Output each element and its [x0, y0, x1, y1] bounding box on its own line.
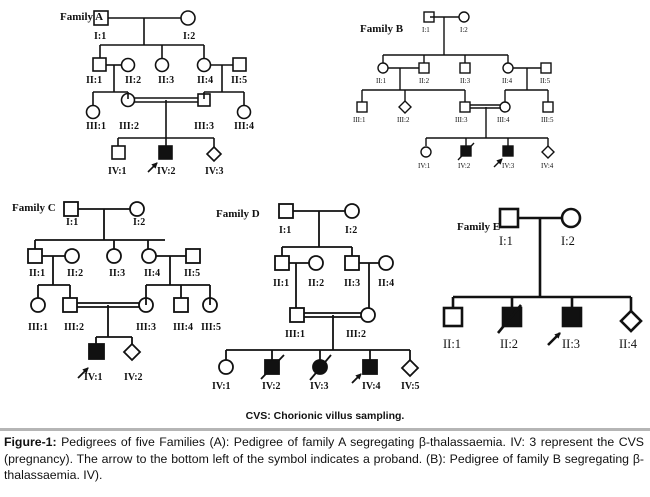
- individual-label: II:2: [308, 278, 324, 289]
- individual-label: I:2: [133, 217, 145, 228]
- individual-label: II:3: [562, 337, 580, 351]
- individual-label: III:3: [136, 322, 156, 333]
- individual-label: IV:4: [362, 381, 381, 392]
- divider: [0, 428, 650, 431]
- individual-label: II:3: [109, 268, 125, 279]
- cvs-note: CVS: Chorionic villus sampling.: [245, 410, 405, 422]
- individual-label: II:1: [376, 77, 387, 85]
- individual-label: I:2: [345, 225, 357, 236]
- individual-label: III:3: [194, 121, 214, 132]
- individual-label: I:2: [561, 234, 575, 248]
- family-title: Family B: [360, 23, 404, 35]
- individual-label: IV:2: [458, 162, 471, 170]
- individual-label: IV:2: [262, 381, 281, 392]
- family-b-labels: Family B I:1 I:2 II:1 II:2 II:3 II:4 II:…: [353, 23, 554, 170]
- caption-text: Pedigrees of five Families (A): Pedigree…: [4, 435, 644, 482]
- individual-label: III:2: [397, 116, 410, 124]
- individual-label: II:4: [619, 337, 638, 351]
- individual-label: I:1: [499, 234, 513, 248]
- individual-label: III:2: [64, 322, 84, 333]
- individual-label: II:1: [86, 75, 102, 86]
- individual-label: II:3: [158, 75, 174, 86]
- individual-label: IV:3: [205, 166, 224, 177]
- individual-label: II:4: [144, 268, 160, 279]
- individual-label: IV:5: [401, 381, 420, 392]
- individual-label: I:1: [422, 26, 430, 34]
- individual-label: III:3: [455, 116, 468, 124]
- individual-label: I:2: [460, 26, 468, 34]
- individual-label: IV:2: [124, 372, 143, 383]
- family-title: Family C: [12, 202, 56, 214]
- individual-label: II:2: [500, 337, 518, 351]
- individual-label: II:2: [125, 75, 141, 86]
- individual-label: II:1: [443, 337, 461, 351]
- family-title: Family E: [457, 221, 500, 233]
- individual-label: II:4: [378, 278, 394, 289]
- individual-label: I:1: [66, 217, 78, 228]
- individual-label: II:5: [540, 77, 551, 85]
- family-c-labels: Family C I:1 I:2 II:1 II:2 II:3 II:4 II:…: [12, 202, 221, 383]
- family-b-pedigree: [356, 11, 555, 168]
- individual-label: IV:4: [541, 162, 554, 170]
- individual-label: IV:1: [84, 372, 103, 383]
- individual-label: IV:2: [157, 166, 176, 177]
- individual-label: III:4: [234, 121, 254, 132]
- individual-label: III:4: [497, 116, 510, 124]
- individual-label: II:1: [29, 268, 45, 279]
- family-title: Family D: [216, 208, 260, 220]
- family-d-labels: Family D I:1 I:2 II:1 II:2 II:3 II:4 III…: [212, 208, 420, 392]
- individual-label: II:5: [184, 268, 200, 279]
- individual-label: II:1: [273, 278, 289, 289]
- individual-label: III:1: [353, 116, 366, 124]
- individual-label: IV:1: [212, 381, 231, 392]
- family-d-pedigree: [218, 203, 420, 384]
- individual-label: II:2: [419, 77, 430, 85]
- individual-label: III:4: [173, 322, 193, 333]
- individual-label: II:4: [502, 77, 513, 85]
- individual-label: III:2: [119, 121, 139, 132]
- individual-label: III:1: [86, 121, 106, 132]
- individual-label: I:1: [279, 225, 291, 236]
- individual-label: III:1: [285, 329, 305, 340]
- individual-label: IV:3: [310, 381, 329, 392]
- individual-label: III:2: [346, 329, 366, 340]
- individual-label: II:2: [67, 268, 83, 279]
- individual-label: I:2: [183, 31, 195, 42]
- family-a-labels: Family A I:1 I:2 II:1 II:2 II:3 II:4 II:…: [60, 11, 254, 177]
- individual-label: II:3: [344, 278, 360, 289]
- individual-label: II:3: [460, 77, 471, 85]
- individual-label: IV:3: [502, 162, 515, 170]
- family-c-pedigree: [27, 201, 218, 379]
- family-a-pedigree: [85, 10, 252, 173]
- individual-label: II:5: [231, 75, 247, 86]
- figure-caption: Figure-1: Pedigrees of five Families (A)…: [4, 434, 644, 484]
- individual-label: III:5: [201, 322, 221, 333]
- family-e-labels: Family E I:1 I:2 II:1 II:2 II:3 II:4: [443, 221, 638, 351]
- family-e-pedigree: [442, 207, 643, 346]
- individual-label: III:1: [28, 322, 48, 333]
- individual-label: I:1: [94, 31, 106, 42]
- individual-label: IV:1: [108, 166, 127, 177]
- individual-label: III:5: [541, 116, 554, 124]
- family-title: Family A: [60, 11, 103, 23]
- individual-label: IV:1: [418, 162, 431, 170]
- pedigree-figure: Family A I:1 I:2 II:1 II:2 II:3 II:4 II:…: [12, 10, 643, 392]
- caption-lead: Figure-1:: [4, 435, 57, 449]
- individual-label: II:4: [197, 75, 213, 86]
